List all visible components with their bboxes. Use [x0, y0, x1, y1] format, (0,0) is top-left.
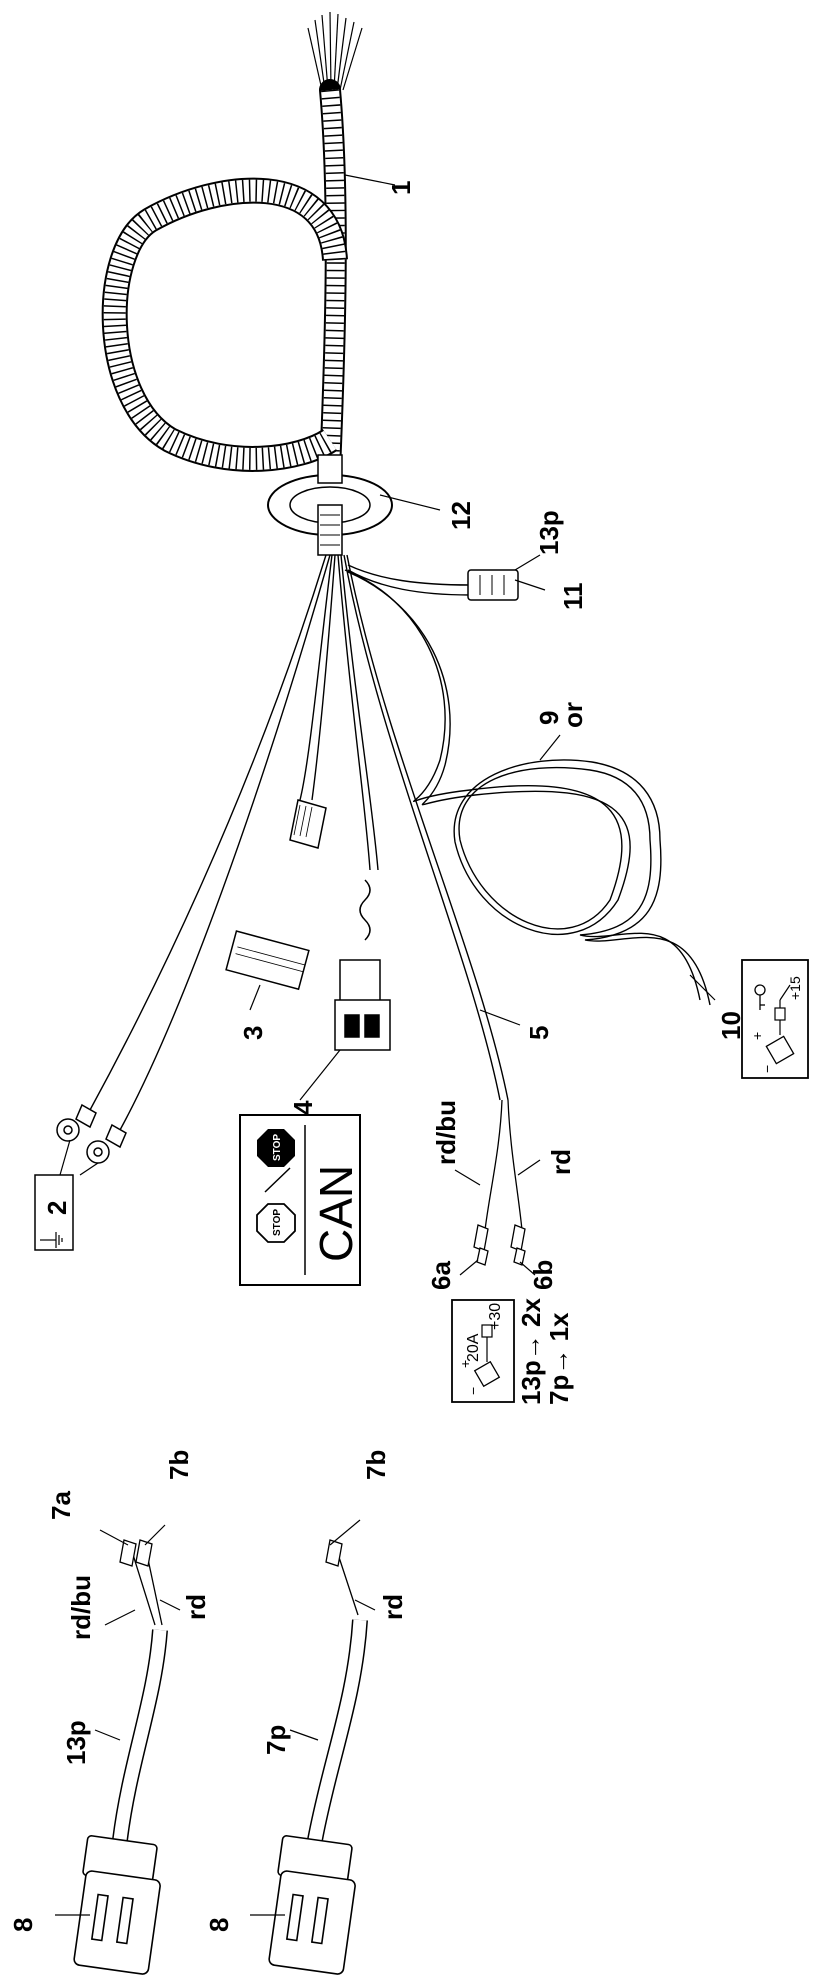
- callout-5: 5: [524, 1026, 554, 1040]
- conduit-loop: [101, 177, 348, 472]
- can-label: CAN: [310, 1165, 362, 1262]
- cable-13p: [112, 1539, 168, 1841]
- callout-9: 9: [534, 711, 564, 725]
- ignition-term: +15: [787, 976, 803, 1000]
- callout-1: 1: [386, 181, 416, 195]
- callouts: 1 12 11 13p 9 or 10 5 4 3 rd/bu rd 6a 6b…: [8, 181, 746, 1932]
- callout-12: 12: [446, 501, 476, 530]
- callout-8-bottom: 8: [204, 1918, 234, 1932]
- ground-box: 2: [34, 1174, 74, 1251]
- leader-lines: [55, 174, 716, 1916]
- fuse-icon: [481, 1324, 493, 1362]
- ignition-box: + − +15: [741, 959, 809, 1079]
- stop-right-label: STOP: [272, 1134, 283, 1161]
- wire-6-rdbu: rd/bu: [431, 1100, 461, 1165]
- callout-4: 4: [288, 1100, 318, 1115]
- harness-main-conduit: [319, 79, 347, 481]
- ignition-minus: −: [759, 1065, 775, 1073]
- can-stop-box: STOP STOP CAN: [239, 1114, 362, 1286]
- switch-icon: [774, 984, 791, 1035]
- grommet: [267, 454, 393, 556]
- callout-7a: 7a: [46, 1491, 76, 1520]
- callout-7b-top: 7b: [164, 1450, 194, 1480]
- wire-11-type: 13p: [534, 510, 564, 555]
- connector-4: [334, 879, 391, 1051]
- fuse-term: +30: [487, 1303, 504, 1330]
- fuse-box: + − 20A +30: [451, 1299, 515, 1403]
- connector-11: [467, 569, 519, 601]
- stop-left-label: STOP: [272, 1209, 283, 1236]
- branch-wires: [89, 554, 711, 1131]
- callout-7b-bottom: 7b: [361, 1450, 391, 1480]
- callout-10: 10: [716, 1011, 746, 1040]
- fuse-minus: −: [465, 1387, 481, 1395]
- battery-icon: [473, 1360, 501, 1388]
- stop-sign-icon: STOP: [257, 1129, 295, 1167]
- wire-7-rd-top: rd: [181, 1594, 211, 1620]
- wire-end-6: [473, 1099, 526, 1266]
- wire-7-rdbu: rd/bu: [66, 1575, 96, 1640]
- wire-6-rd: rd: [546, 1149, 576, 1175]
- connector-8-top: [73, 1835, 161, 1975]
- connector-3: [225, 799, 327, 991]
- wire-ends-top: [307, 11, 363, 91]
- wire-9-color: or: [558, 702, 588, 728]
- ignition-plus: +: [749, 1032, 765, 1040]
- callout-6a: 6a: [426, 1261, 456, 1290]
- fuse-amp: 20A: [465, 1333, 482, 1362]
- callout-11: 11: [558, 583, 588, 611]
- cable-7p-label: 7p: [261, 1725, 291, 1755]
- ground-ring-terminals: [56, 1103, 127, 1164]
- fuse-plus: +: [457, 1360, 473, 1368]
- cable-7p: [307, 1539, 368, 1842]
- callout-8-top: 8: [8, 1918, 38, 1932]
- connector-8-bottom: [268, 1835, 356, 1975]
- battery-icon: [765, 1035, 795, 1065]
- fuse-count-7p: 7p→ 1x: [544, 1312, 574, 1405]
- fuse-count-13p: 13p→ 2x: [516, 1298, 546, 1405]
- key-icon: [754, 984, 766, 1010]
- wire-7-rd-bottom: rd: [378, 1594, 408, 1620]
- callout-6b: 6b: [528, 1260, 558, 1290]
- cable-13p-label: 13p: [61, 1720, 91, 1765]
- ground-symbol-icon: [40, 1232, 63, 1248]
- stop-sign-icon: STOP: [256, 1203, 296, 1243]
- callout-2: 2: [42, 1201, 72, 1215]
- callout-3: 3: [238, 1026, 268, 1040]
